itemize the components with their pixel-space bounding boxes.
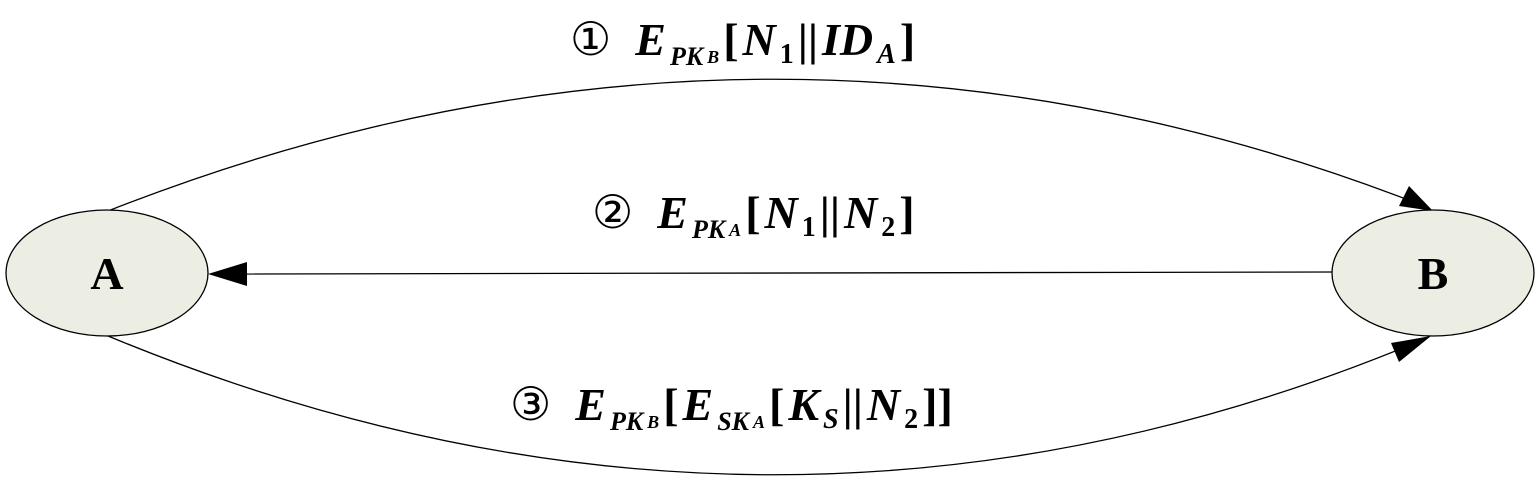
message-2: ② E PK A [ N 1 || N 2 ] <box>592 185 915 244</box>
arrow-a-to-b-top <box>107 78 1425 212</box>
message-3: ③ E PK B [ E SK A [ K S || N 2 ]] <box>510 377 953 436</box>
message-1: ① E PK B [ N 1 || ID A ] <box>570 12 915 71</box>
step-2-marker: ② <box>592 185 633 239</box>
node-a-label: A <box>90 248 123 299</box>
arrow-b-to-a <box>239 271 1333 275</box>
node-b-label: B <box>1418 248 1449 299</box>
arrow-a-to-b-bottom <box>107 335 1416 476</box>
arrowhead-1 <box>1399 186 1433 211</box>
arrowhead-3 <box>1391 336 1431 362</box>
node-b <box>1331 209 1535 337</box>
arrowhead-2 <box>208 262 247 286</box>
node-a <box>5 209 209 337</box>
step-1-marker: ① <box>570 12 611 66</box>
step-3-marker: ③ <box>510 377 551 431</box>
